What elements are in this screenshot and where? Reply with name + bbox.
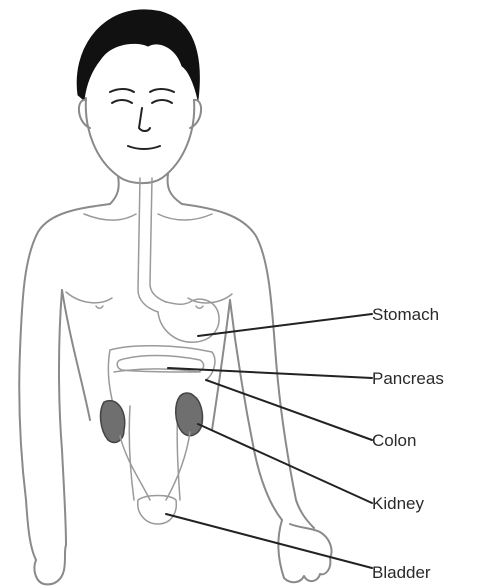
- label-bladder: Bladder: [372, 563, 431, 582]
- nose: [139, 108, 150, 131]
- neck-left: [110, 176, 119, 204]
- colon-leader: [206, 380, 372, 440]
- label-colon: Colon: [372, 431, 416, 450]
- right-ear: [190, 100, 201, 128]
- stomach-leader: [198, 314, 372, 336]
- right-eyebrow: [150, 89, 174, 92]
- left-ureter: [120, 436, 150, 500]
- hair: [77, 10, 199, 100]
- bladder-leader: [166, 514, 372, 568]
- left-kidney: [101, 401, 125, 443]
- right-kidney: [176, 393, 203, 436]
- mouth: [128, 146, 160, 149]
- chest-left: [66, 292, 112, 303]
- left-eye: [112, 100, 132, 103]
- right-eye: [152, 100, 172, 103]
- neck-right: [168, 174, 182, 204]
- left-hand: [34, 545, 66, 584]
- left-inner-arm: [59, 290, 66, 545]
- nipple-right: [196, 306, 203, 308]
- left-eyebrow: [110, 89, 134, 92]
- collarbone-left: [84, 214, 136, 220]
- collarbone-right: [158, 214, 212, 220]
- stomach: [158, 299, 219, 342]
- label-stomach: Stomach: [372, 305, 439, 324]
- pancreas-leader: [168, 368, 372, 378]
- esophagus: [138, 178, 166, 312]
- label-kidney: Kidney: [372, 494, 424, 513]
- bladder: [138, 496, 177, 525]
- head-outline: [86, 98, 194, 183]
- torso-left: [62, 290, 90, 420]
- label-pancreas: Pancreas: [372, 369, 444, 388]
- right-shoulder-arm: [182, 204, 314, 528]
- nipple-left: [96, 306, 103, 308]
